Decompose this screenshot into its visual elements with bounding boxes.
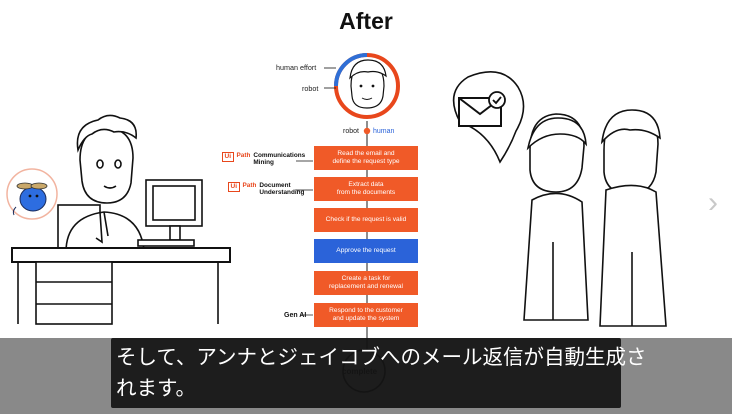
axis-robot-label: robot bbox=[343, 128, 359, 135]
effort-avatar bbox=[324, 53, 400, 119]
tool-name: Document Understanding bbox=[259, 182, 305, 196]
uipath-communications-mining-logo: Ui Path Communications Mining bbox=[222, 152, 305, 166]
next-slide-chevron-icon[interactable]: › bbox=[708, 186, 718, 219]
axis-human-label: human bbox=[373, 128, 395, 135]
caption-line: そして、アンナとジェイコブへのメール返信が自動生成さ bbox=[116, 345, 647, 369]
flow-step-box-1 bbox=[314, 146, 418, 170]
gen-ai-label: Gen AI bbox=[284, 312, 307, 319]
office-worker-at-desk-illustration bbox=[11, 114, 231, 325]
uipath-brand: Path bbox=[236, 152, 251, 159]
flow-step-box-4 bbox=[314, 239, 418, 263]
uipath-brand: Path bbox=[242, 182, 257, 189]
flow-step-box-2 bbox=[314, 177, 418, 201]
flow-step-label-3: Check if the request is valid bbox=[325, 216, 407, 223]
robot-label: robot bbox=[302, 84, 319, 93]
uipath-document-understanding-logo: Ui Path Document Understanding bbox=[228, 182, 304, 196]
uipath-badge: Ui bbox=[228, 182, 240, 192]
flow-step-box-3 bbox=[314, 208, 418, 232]
envelope-check-icon bbox=[458, 91, 506, 127]
process-flow bbox=[314, 146, 418, 327]
uipath-badge: Ui bbox=[222, 152, 234, 162]
page-title: After bbox=[339, 8, 393, 34]
tool-name: Communications Mining bbox=[253, 152, 306, 166]
human-effort-label: human effort bbox=[276, 63, 317, 72]
caption-box bbox=[111, 338, 621, 408]
flow-step-label-4: Approve the request bbox=[336, 247, 396, 254]
flow-step-box-6 bbox=[314, 303, 418, 327]
caption-line: れます。 bbox=[116, 376, 196, 400]
flow-step-box-5 bbox=[314, 271, 418, 295]
caption-text: そして、アンナとジェイコブへのメール返信が自動生成さ れます。 bbox=[116, 342, 647, 404]
mascot-bird-icon bbox=[6, 168, 58, 220]
